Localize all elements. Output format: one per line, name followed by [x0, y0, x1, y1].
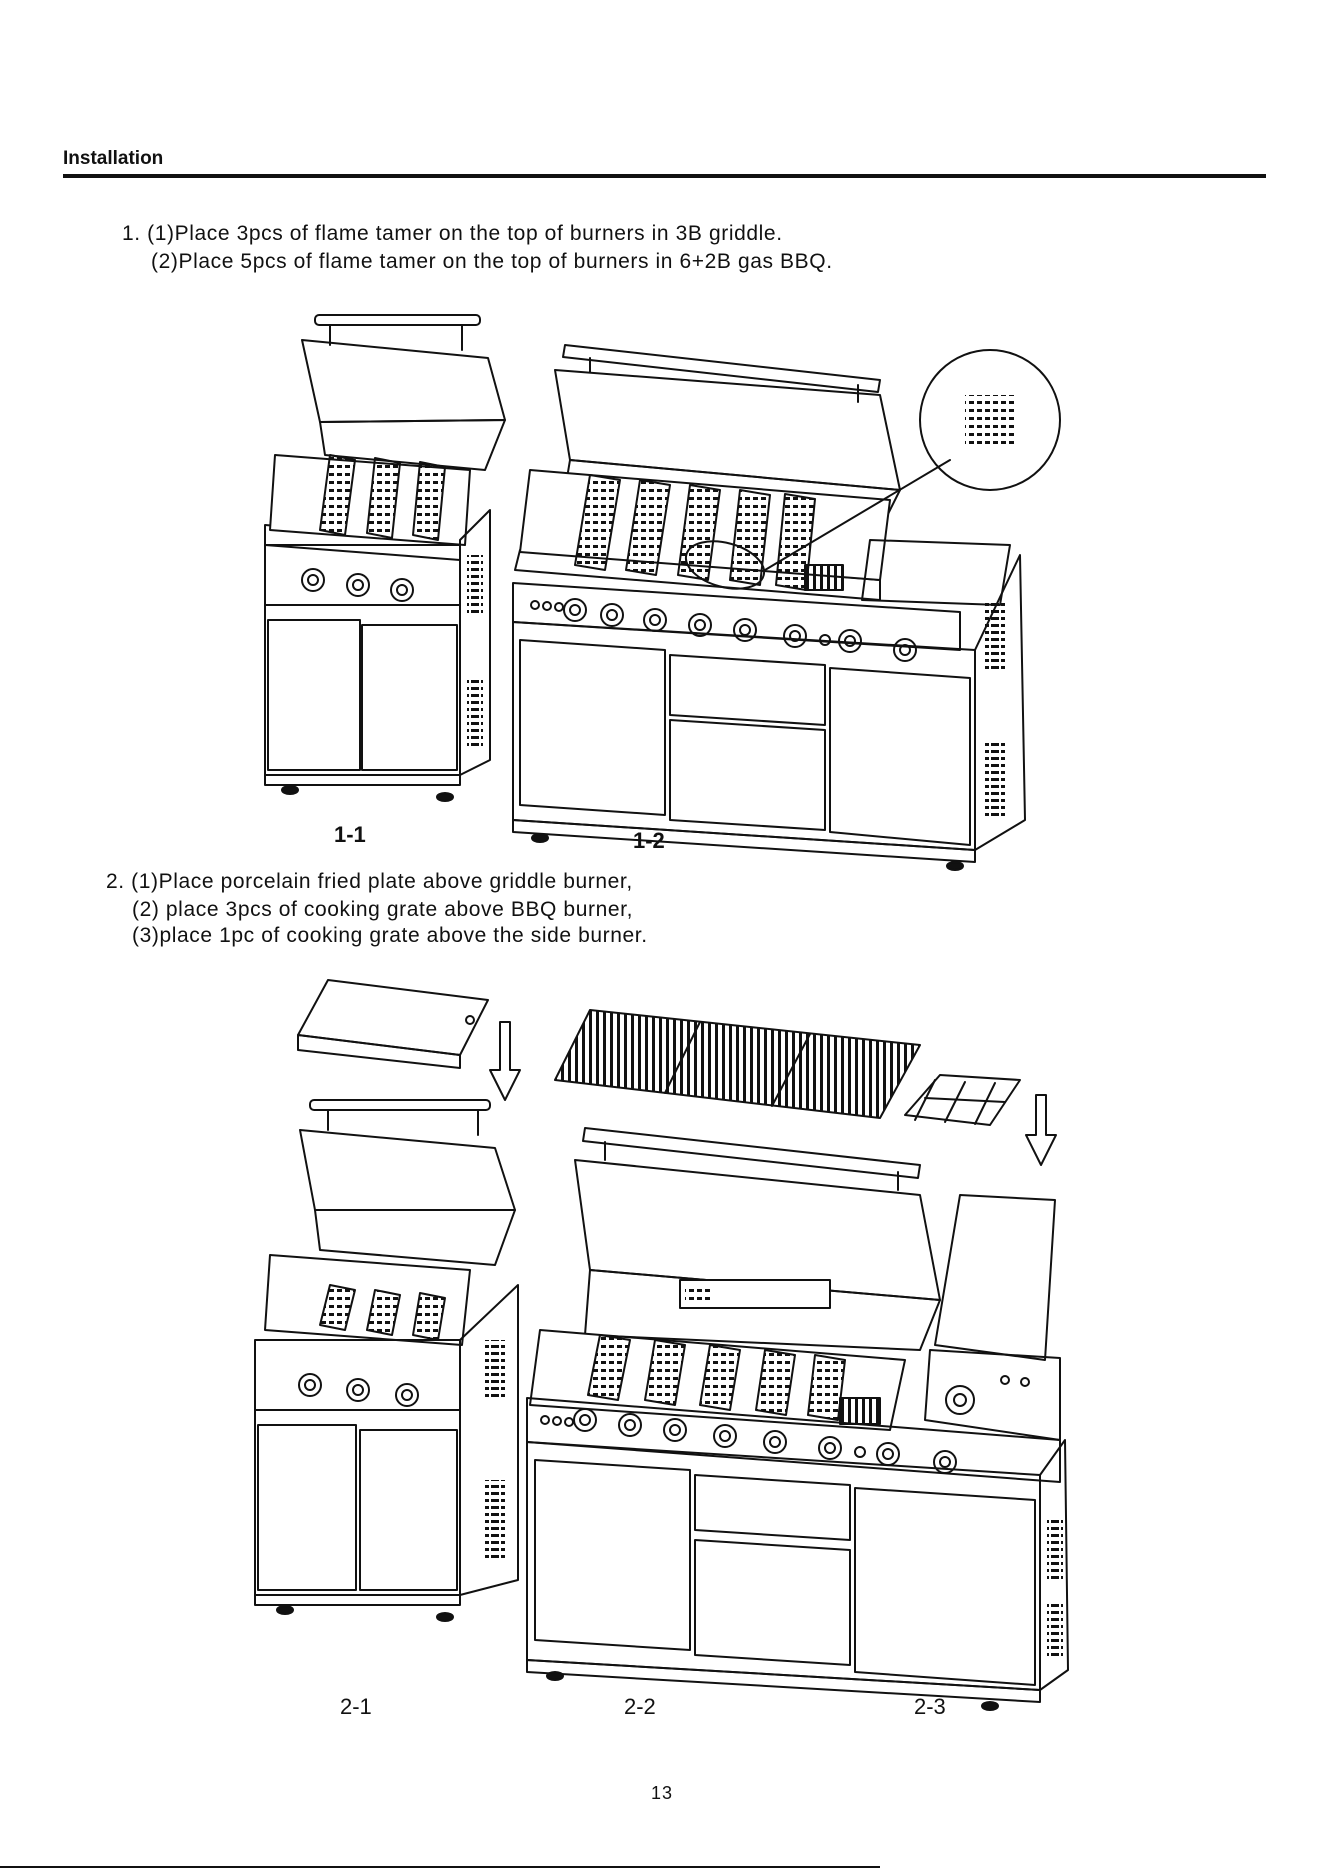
header-divider	[63, 174, 1266, 178]
page-number: 13	[651, 1783, 674, 1803]
step2-line1: 2. (1)Place porcelain fried plate above …	[106, 870, 633, 893]
figure-label-2-3: 2-3	[914, 1694, 946, 1719]
figure-2-3-side-burner	[904, 1074, 1061, 1441]
footer-divider	[0, 1866, 880, 1868]
section-title: Installation	[63, 148, 164, 169]
figure-2-1-griddle-cart-with-plate	[254, 979, 521, 1622]
step1-line2: (2)Place 5pcs of flame tamer on the top …	[151, 250, 833, 273]
step2-line3: (3)place 1pc of cooking grate above the …	[132, 924, 648, 947]
figure-1-1-griddle-cart	[264, 314, 506, 802]
figure-label-2-2: 2-2	[624, 1694, 656, 1719]
figure-label-2-1: 2-1	[340, 1694, 372, 1719]
step2-line2: (2) place 3pcs of cooking grate above BB…	[132, 898, 634, 921]
step1-line1: 1. (1)Place 3pcs of flame tamer on the t…	[122, 222, 783, 245]
figure-1-2-bbq-cart	[512, 344, 1061, 871]
figure-2-2-bbq-with-grates	[526, 1009, 1069, 1711]
figure-label-1-1: 1-1	[334, 822, 366, 847]
